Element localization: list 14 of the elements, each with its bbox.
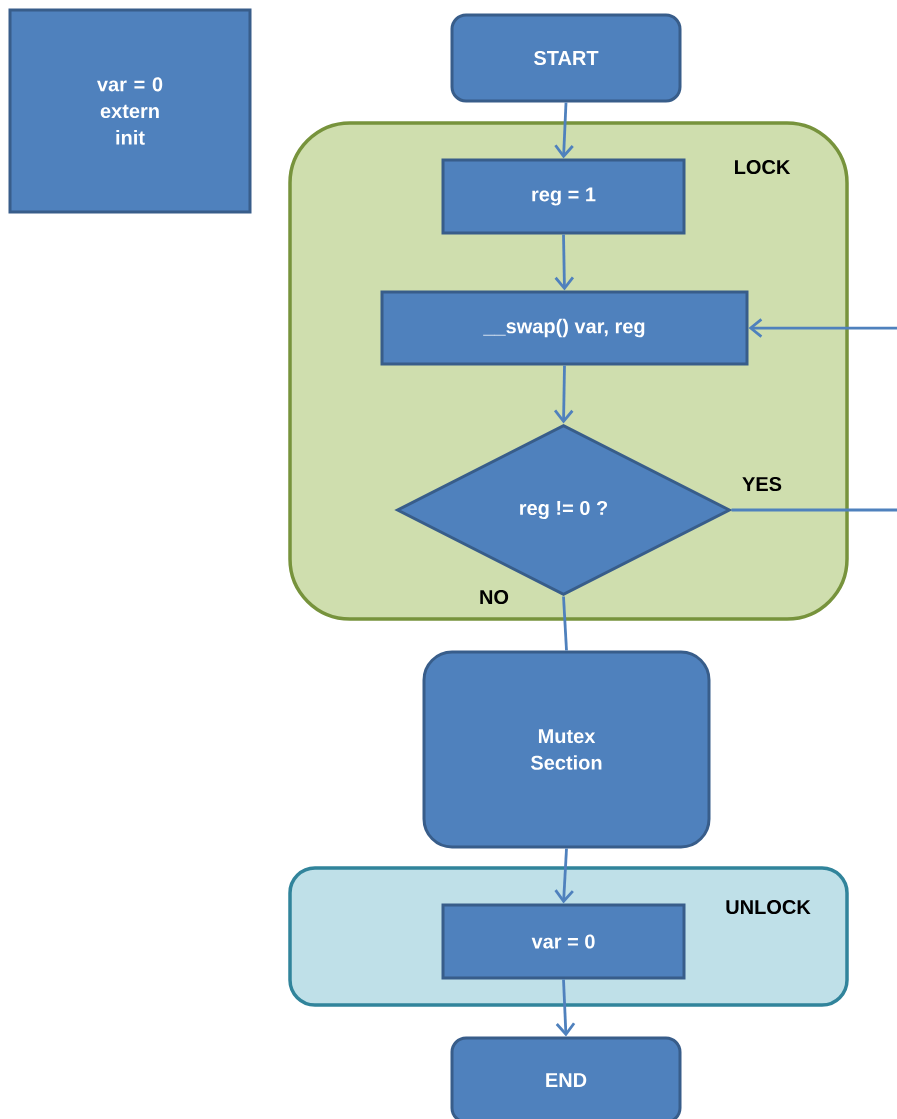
edge-label: YES (742, 476, 782, 492)
arrow (731, 318, 897, 512)
process-box: reg = 1 (441, 158, 686, 235)
text-box: var = 0 extern init (8, 8, 252, 214)
arrow (555, 979, 576, 1037)
arrow (553, 365, 574, 424)
process-box: var = 0 (441, 903, 686, 980)
arrow (554, 234, 575, 291)
start-box: START (450, 13, 682, 103)
end-box: END (450, 1036, 682, 1119)
arrow (554, 848, 574, 904)
process-box: __swap() var, reg (380, 290, 749, 366)
arrow (554, 102, 574, 159)
process-box: Mutex Section (422, 650, 711, 849)
